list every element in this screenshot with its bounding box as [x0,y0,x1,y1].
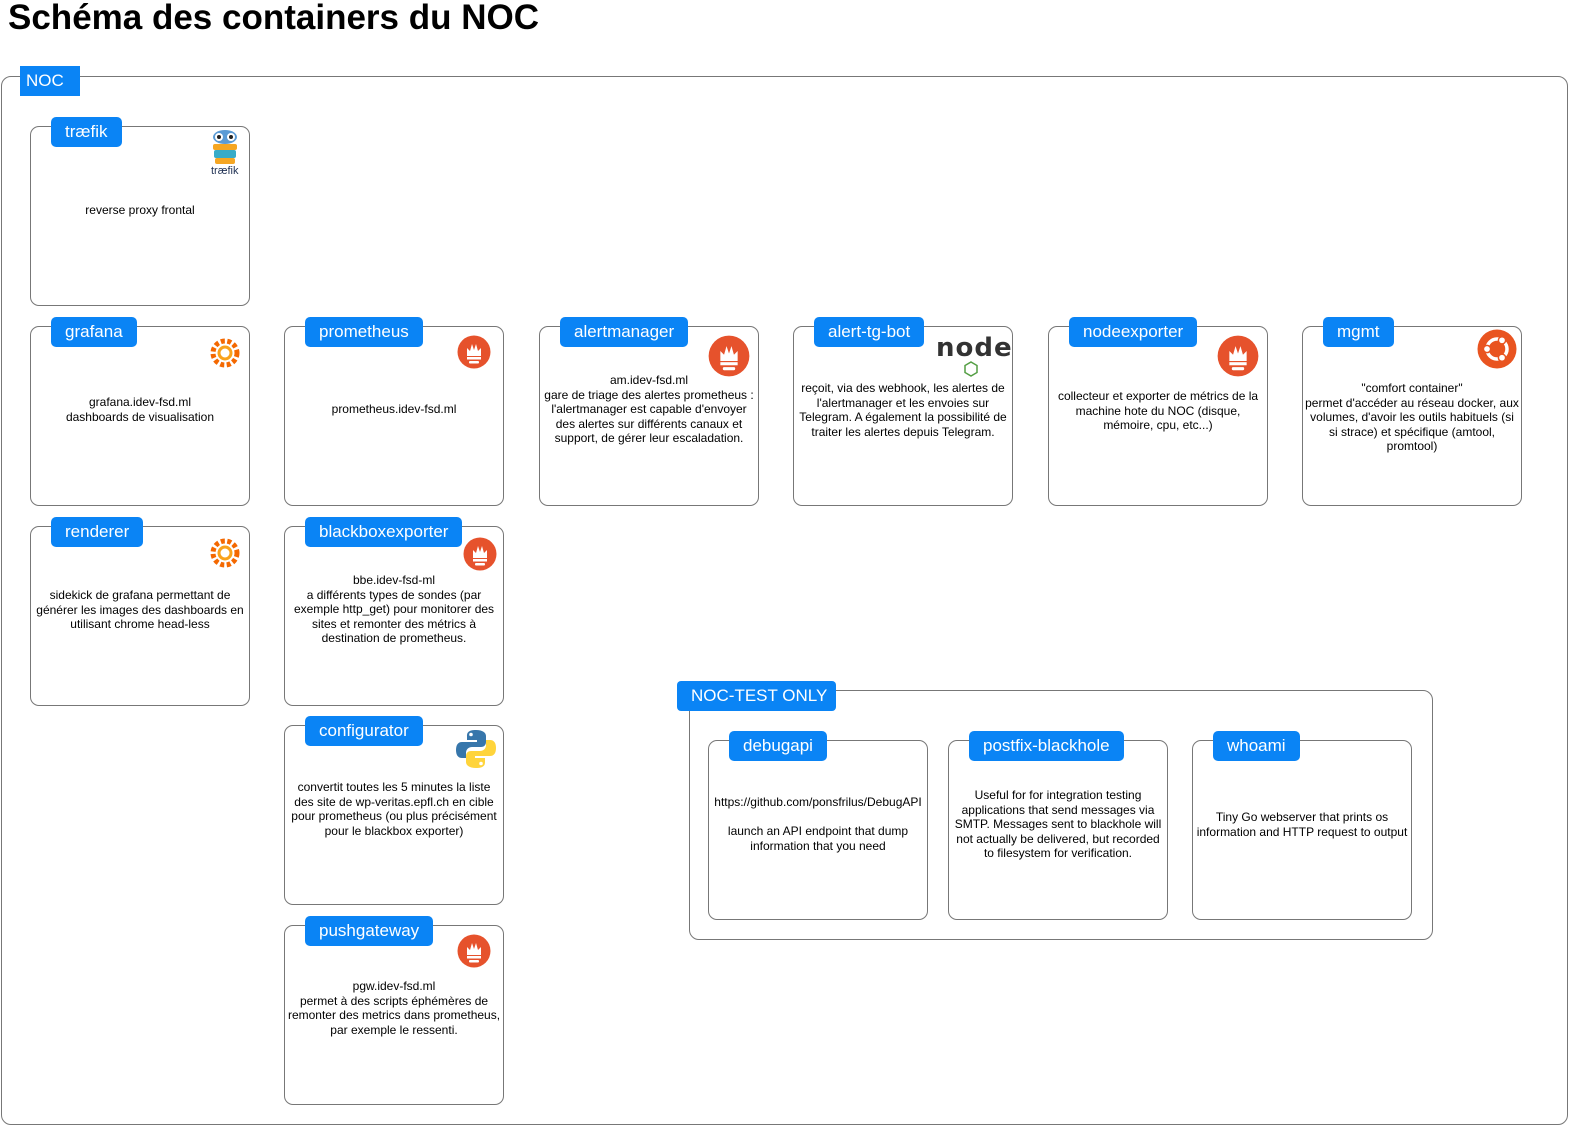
container-label: debugapi [729,731,827,761]
traefik-gopher-icon: træfik [207,129,243,177]
container-description: bbe.idev-fsd-ml a différents types de so… [293,573,495,645]
prometheus-icon [708,335,750,382]
container-description: https://github.com/ponsfrilus/DebugAPI l… [714,795,922,853]
container-traefik[interactable]: træfik træfik reverse proxy frontal [30,117,250,306]
container-label: blackboxexporter [305,517,463,547]
container-description: convertit toutes les 5 minutes la liste … [291,780,497,838]
container-renderer[interactable]: renderer sidekick de grafana permettant … [30,517,250,706]
noc-test-group [689,690,1433,940]
prometheus-icon [457,934,491,973]
container-description: grafana.idev-fsd.ml dashboards de visual… [65,395,215,424]
grafana-icon [209,337,241,374]
container-whoami[interactable]: whoami Tiny Go webserver that prints os … [1192,731,1412,920]
container-label: mgmt [1323,317,1394,347]
container-description: pgw.idev-fsd.ml permet à des scripts éph… [287,979,501,1037]
container-blackboxexporter[interactable]: blackboxexporter bbe.idev-fsd-ml a diffé… [284,517,504,706]
container-prometheus[interactable]: prometheus prometheus.idev-fsd.ml [284,317,504,506]
python-icon [455,728,497,775]
page-title: Schéma des containers du NOC [8,0,539,37]
container-label: pushgateway [305,916,434,946]
container-label: alert-tg-bot [814,317,925,347]
noc-group [1,76,1568,1125]
container-label: whoami [1213,731,1300,761]
container-nodeexporter[interactable]: nodeexporter collecteur et exporter de m… [1048,317,1268,506]
container-mgmt[interactable]: mgmt "comfort container" permet d'accéde… [1302,317,1522,506]
container-description: Useful for for integration testing appli… [954,788,1162,860]
ubuntu-icon [1477,329,1517,374]
container-alertmanager[interactable]: alertmanager am.idev-fsd.ml gare de tria… [539,317,759,506]
container-configurator[interactable]: configurator convertit toutes les 5 minu… [284,716,504,905]
container-description: "comfort container" permet d'accéder au … [1305,381,1519,453]
nodejs-logo-text: node [936,333,1013,363]
container-label: configurator [305,716,423,746]
traefik-logo-text: træfik [211,165,239,177]
container-description: Tiny Go webserver that prints os informa… [1196,810,1408,839]
container-debugapi[interactable]: debugapi https://github.com/ponsfrilus/D… [708,731,928,920]
container-label: nodeexporter [1069,317,1198,347]
container-grafana[interactable]: grafana grafana.idev-fsd.ml dashboards d… [30,317,250,506]
container-description: collecteur et exporter de métrics de la … [1057,389,1259,432]
container-description: reçoit, via des webhook, les alertes de … [799,381,1007,439]
container-label: alertmanager [560,317,689,347]
container-alert-tg-bot[interactable]: alert-tg-bot node reçoit, via des webhoo… [793,317,1013,506]
container-description: am.idev-fsd.ml gare de triage des alerte… [544,373,754,445]
container-label: prometheus [305,317,423,347]
grafana-icon [209,537,241,574]
container-description: sidekick de grafana permettant de génére… [36,588,244,631]
container-description: prometheus.idev-fsd.ml [331,402,457,416]
noc-group-label: NOC [20,66,80,96]
container-postfix-blackhole[interactable]: postfix-blackhole Useful for for integra… [948,731,1168,920]
prometheus-icon [1217,335,1259,382]
prometheus-icon [457,335,491,374]
container-label: postfix-blackhole [969,731,1124,761]
noc-test-group-label: NOC-TEST ONLY [677,681,836,711]
container-label: grafana [51,317,137,347]
container-label: træfik [51,117,122,147]
container-pushgateway[interactable]: pushgateway pgw.idev-fsd.ml permet à des… [284,916,504,1105]
container-label: renderer [51,517,144,547]
nodejs-icon: node [936,333,1012,377]
prometheus-icon [463,537,497,576]
container-description: reverse proxy frontal [85,203,195,217]
